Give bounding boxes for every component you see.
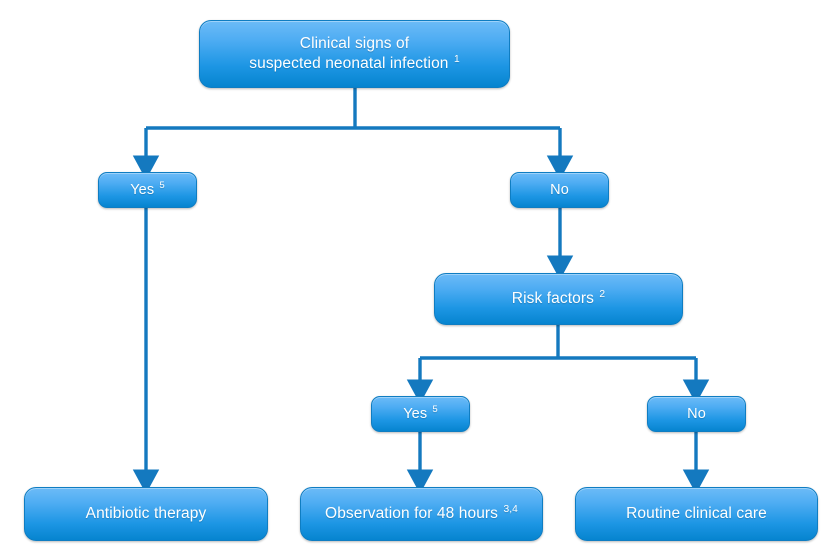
node-observation-label: Observation for 48 hours 3,4	[325, 503, 518, 523]
node-risk-factors-label: Risk factors 2	[511, 288, 606, 308]
node-yes-mid-label: Yes 5	[403, 403, 438, 422]
node-yes-top[interactable]: Yes 5	[98, 172, 197, 208]
node-risk-factors[interactable]: Risk factors 2	[434, 273, 683, 325]
footnote-ref-2: 2	[599, 288, 606, 300]
node-no-top-label: No	[550, 181, 569, 198]
node-no-mid[interactable]: No	[647, 396, 746, 432]
node-observation[interactable]: Observation for 48 hours 3,4	[300, 487, 543, 541]
node-routine-clinical-care[interactable]: Routine clinical care	[575, 487, 818, 541]
node-no-top[interactable]: No	[510, 172, 609, 208]
footnote-ref-5-mid: 5	[432, 403, 438, 415]
node-yes-mid[interactable]: Yes 5	[371, 396, 470, 432]
footnote-ref-1: 1	[453, 53, 460, 65]
node-routine-clinical-care-label: Routine clinical care	[626, 505, 767, 523]
node-antibiotic-therapy[interactable]: Antibiotic therapy	[24, 487, 268, 541]
footnote-ref-5: 5	[159, 179, 165, 191]
footnote-ref-3-4: 3,4	[503, 503, 518, 515]
node-antibiotic-therapy-label: Antibiotic therapy	[85, 505, 207, 523]
node-no-mid-label: No	[687, 405, 706, 422]
node-yes-top-label: Yes 5	[130, 179, 165, 198]
